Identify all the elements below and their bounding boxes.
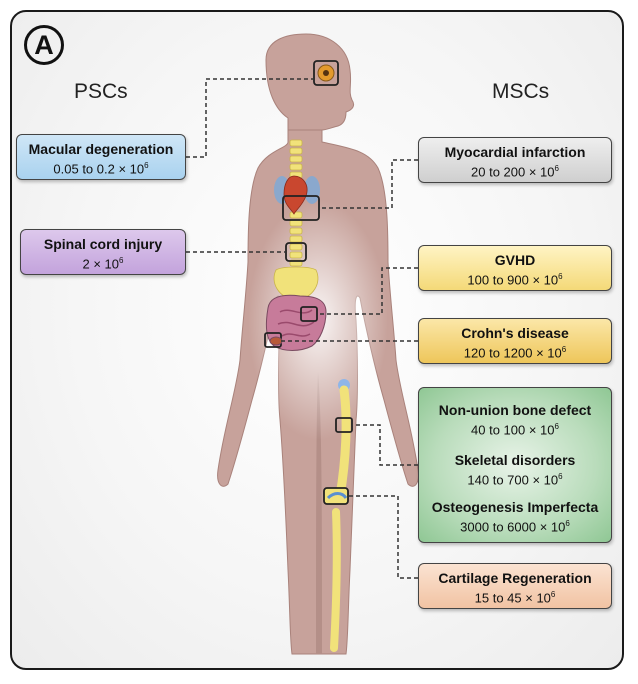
crohns-disease-box: Crohn's disease 120 to 1200 × 106 bbox=[418, 318, 612, 364]
gvhd-value: 100 to 900 × 106 bbox=[467, 272, 563, 288]
spinal-cord-injury-box: Spinal cord injury 2 × 106 bbox=[20, 229, 186, 275]
gvhd-box: GVHD 100 to 900 × 106 bbox=[418, 245, 612, 291]
macular-title: Macular degeneration bbox=[28, 141, 174, 157]
heart-icon bbox=[274, 175, 320, 221]
msc-heading: MSCs bbox=[492, 80, 550, 103]
myocardial-title: Myocardial infarction bbox=[444, 144, 586, 160]
connectors bbox=[186, 78, 418, 579]
myocardial-infarction-box: Myocardial infarction 20 to 200 × 106 bbox=[418, 137, 612, 183]
gvhd-title: GVHD bbox=[494, 252, 536, 268]
cartilage-title: Cartilage Regeneration bbox=[438, 570, 592, 586]
skeletal-value: 140 to 700 × 106 bbox=[467, 472, 563, 488]
crohns-value: 120 to 1200 × 106 bbox=[463, 345, 567, 361]
spinal-title: Spinal cord injury bbox=[43, 236, 163, 252]
cartilage-value: 15 to 45 × 106 bbox=[474, 590, 556, 606]
connector-gvhd bbox=[317, 267, 418, 315]
connector-skeletal bbox=[352, 424, 418, 466]
eye-icon bbox=[313, 60, 339, 86]
connector-myocardial bbox=[319, 159, 418, 209]
panel-label: A bbox=[24, 25, 64, 65]
crohns-title: Crohn's disease bbox=[461, 325, 569, 341]
connector-cartilage bbox=[348, 495, 418, 579]
bone-disorders-box: Non-union bone defect 40 to 100 × 106 Sk… bbox=[418, 387, 612, 543]
macular-degeneration-box: Macular degeneration 0.05 to 0.2 × 106 bbox=[16, 134, 186, 180]
myocardial-value: 20 to 200 × 106 bbox=[471, 164, 559, 180]
spinal-value: 2 × 106 bbox=[82, 256, 124, 272]
psc-heading: PSCs bbox=[74, 80, 128, 103]
macular-value: 0.05 to 0.2 × 106 bbox=[53, 161, 149, 177]
intestine-icon bbox=[264, 294, 327, 351]
nonunion-value: 40 to 100 × 106 bbox=[471, 422, 559, 438]
skeletal-title: Skeletal disorders bbox=[454, 452, 576, 469]
cartilage-regeneration-box: Cartilage Regeneration 15 to 45 × 106 bbox=[418, 563, 612, 609]
femur-icon bbox=[323, 379, 353, 652]
osteo-title: Osteogenesis Imperfecta bbox=[431, 498, 599, 515]
osteo-value: 3000 to 6000 × 106 bbox=[460, 518, 570, 534]
nonunion-title: Non-union bone defect bbox=[438, 402, 592, 418]
connector-macular bbox=[186, 78, 314, 158]
